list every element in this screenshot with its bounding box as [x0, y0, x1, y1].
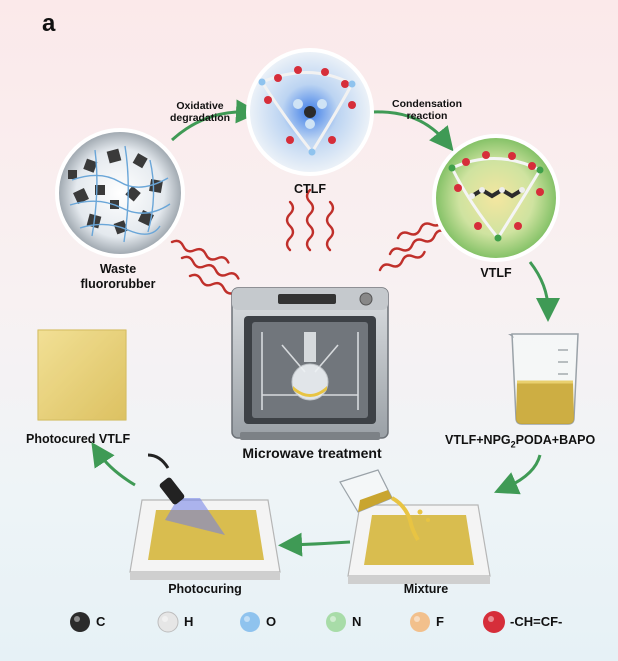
ctlf-sphere [246, 48, 374, 176]
legend-label-4: F [436, 614, 444, 629]
legend-label-1: H [184, 614, 194, 629]
legend-label-0: C [96, 614, 106, 629]
arrow-vtlf-to-beaker [528, 261, 560, 322]
legend-marker-highlight-0 [74, 616, 80, 622]
legend-label-5: -CH=CF- [510, 614, 563, 629]
label-vtlf-formula: VTLF+NPG2PODA+BAPO [445, 433, 615, 450]
arrow-photocuring-to-photocured [91, 442, 136, 487]
photocured-film [37, 329, 127, 421]
beaker [508, 333, 579, 425]
legend-marker-4 [410, 612, 430, 632]
formula-post: PODA+BAPO [515, 433, 596, 447]
legend-marker-highlight-1 [162, 616, 168, 622]
step-condensation-line1: Condensation [392, 98, 462, 110]
label-waste-line2: fluororubber [80, 277, 156, 291]
step-oxidative-degradation: Oxidative degradation [165, 100, 235, 124]
legend-marker-0 [70, 612, 90, 632]
step-oxidative-line1: Oxidative [176, 100, 224, 112]
step-condensation-reaction: Condensation reaction [388, 98, 466, 122]
vtlf-sphere [432, 134, 560, 262]
mixture-mold [339, 469, 491, 584]
microwave-waves [170, 188, 447, 295]
arrow-beaker-to-mixture [493, 454, 542, 495]
label-waste-fluororubber: Waste fluororubber [70, 262, 166, 292]
arrow-ctlf-to-vtlf [371, 110, 454, 152]
pouring-beaker [339, 469, 430, 542]
legend-label-3: N [352, 614, 362, 629]
photocuring-mold [129, 453, 281, 580]
label-photocuring: Photocuring [168, 582, 242, 596]
label-ctlf: CTLF [294, 182, 326, 196]
waste-fluororubber-sphere [55, 128, 185, 258]
legend-marker-highlight-4 [414, 616, 420, 622]
legend-marker-3 [326, 612, 346, 632]
legend-marker-highlight-5 [488, 616, 494, 622]
legend-marker-5 [483, 611, 505, 633]
panel-letter: a [42, 10, 56, 37]
microwave-oven [231, 287, 389, 440]
label-vtlf: VTLF [480, 266, 512, 280]
label-waste-line1: Waste [99, 262, 137, 276]
step-condensation-line2: reaction [406, 110, 448, 122]
legend-markers [70, 611, 505, 633]
legend-marker-1 [157, 611, 179, 633]
legend-label-2: O [266, 614, 277, 629]
formula-pre: VTLF+NPG [445, 433, 511, 447]
arrow-mixture-to-photocuring [278, 532, 351, 557]
label-microwave-treatment: Microwave treatment [242, 445, 382, 461]
step-oxidative-line2: degradation [169, 112, 231, 124]
legend-marker-2 [240, 612, 260, 632]
arrow-waste-to-ctlf [170, 99, 260, 142]
legend-marker-highlight-3 [330, 616, 336, 622]
legend-marker-highlight-2 [244, 616, 250, 622]
formula-sub: 2 [510, 439, 516, 450]
label-mixture: Mixture [403, 582, 449, 596]
uv-lamp [147, 453, 185, 505]
label-photocured-vtlf: Photocured VTLF [26, 432, 131, 446]
